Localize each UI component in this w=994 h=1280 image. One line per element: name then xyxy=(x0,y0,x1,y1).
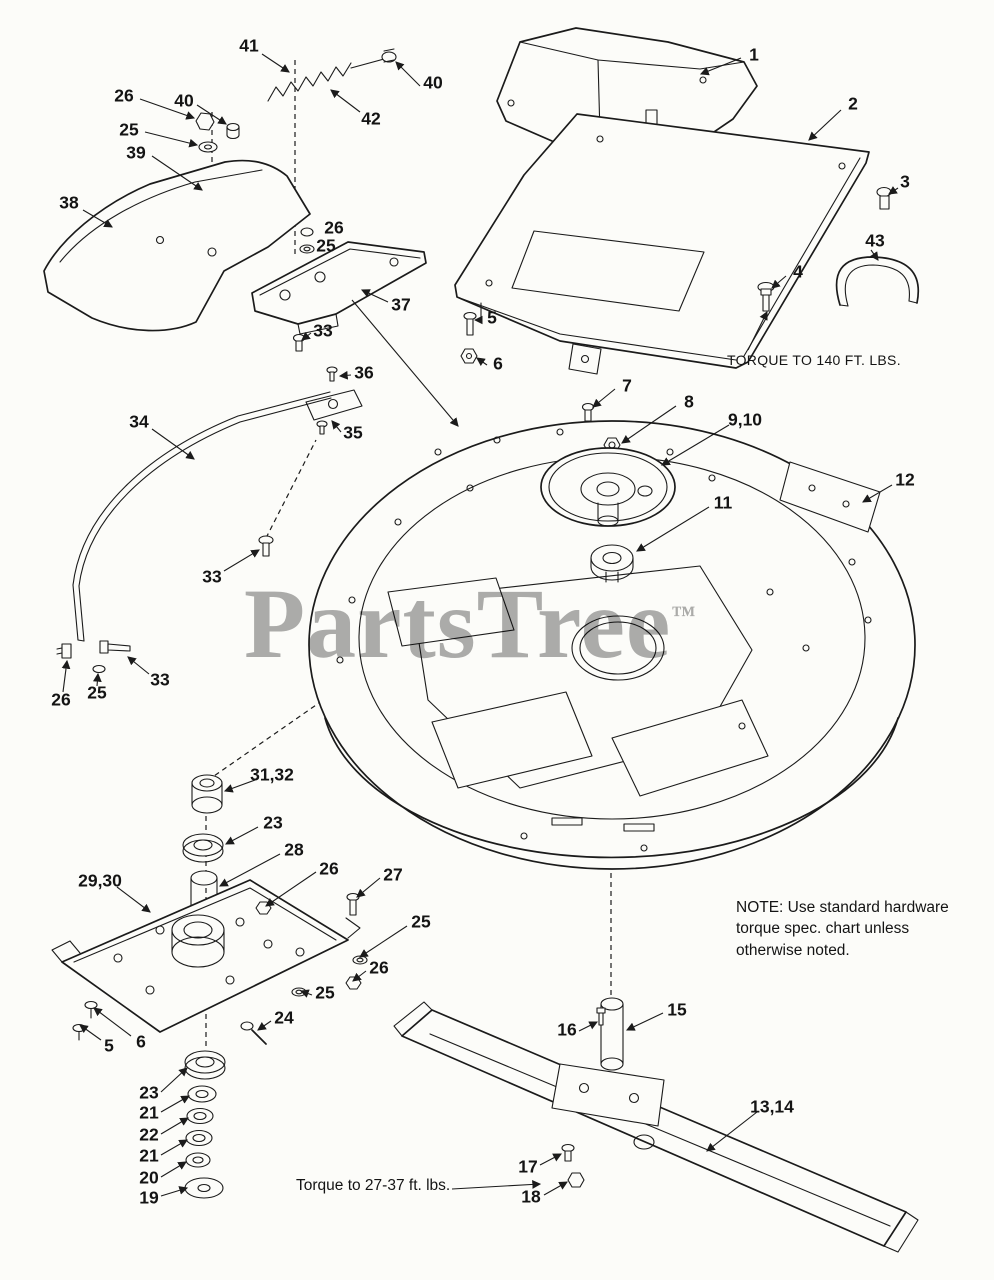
screw-part-33-middle xyxy=(258,535,274,557)
part-number-label: 7 xyxy=(622,375,632,396)
part-number-label: 1 xyxy=(749,44,759,65)
part-number-label: 19 xyxy=(139,1187,159,1208)
part-number-label: 37 xyxy=(391,294,411,315)
part-number-label: 33 xyxy=(202,566,222,587)
part-number-label: 39 xyxy=(126,142,146,163)
part-number-label: 33 xyxy=(313,320,333,341)
part-number-label: 25 xyxy=(411,911,431,932)
part-number-label: 24 xyxy=(274,1007,294,1028)
spring-rod-part-41-42 xyxy=(267,48,397,102)
part-number-label: 9,10 xyxy=(727,409,763,430)
part-number-label: 43 xyxy=(865,230,885,251)
support-rod-part-34 xyxy=(72,391,332,642)
part-number-label: 26 xyxy=(51,689,71,710)
bolt-part-4 xyxy=(757,281,775,312)
watermark-text: PartsTree xyxy=(244,568,672,679)
part-number-label: 31,32 xyxy=(250,764,294,785)
deflector-part-38 xyxy=(43,159,311,332)
part-number-label: 29,30 xyxy=(78,870,122,891)
part-number-label: 16 xyxy=(557,1019,577,1040)
part-number-label: 21 xyxy=(139,1145,159,1166)
partstree-watermark: PartsTree™ xyxy=(244,566,695,681)
part-number-label: 11 xyxy=(713,492,733,513)
hardware-33-26-25-left xyxy=(56,640,131,674)
washer-stack-parts-19-23 xyxy=(184,1050,226,1199)
blade-torque-note: Torque to 27-37 ft. lbs. xyxy=(296,1177,451,1194)
part-number-label: 8 xyxy=(684,391,694,412)
part-number-label: 28 xyxy=(284,839,304,860)
part-number-label: 6 xyxy=(136,1031,146,1052)
part-number-label: 33 xyxy=(150,669,170,690)
part-number-label: 17 xyxy=(518,1156,538,1177)
part-number-label: 25 xyxy=(87,682,107,703)
part-number-label: 26 xyxy=(114,85,134,106)
bearing-part-23-upper xyxy=(182,833,224,863)
part-number-label: 36 xyxy=(354,362,374,383)
spacer-part-31-32 xyxy=(191,774,223,814)
torque-140-note: TORQUE TO 140 FT. LBS. xyxy=(727,352,901,368)
part-number-label: 40 xyxy=(174,90,194,111)
pulley-part-9-10 xyxy=(540,447,676,527)
part-number-label: 22 xyxy=(139,1124,159,1145)
part-number-label: 6 xyxy=(493,353,503,374)
part-number-label: 38 xyxy=(59,192,79,213)
part-number-label: 26 xyxy=(324,217,344,238)
part-number-label: 25 xyxy=(119,119,139,140)
part-number-label: 13,14 xyxy=(750,1096,794,1117)
part-number-label: 40 xyxy=(423,72,443,93)
part-number-label: 5 xyxy=(487,307,497,328)
part-number-label: 5 xyxy=(104,1035,114,1056)
part-number-label: 21 xyxy=(139,1102,159,1123)
bracket-part-35-36 xyxy=(305,366,363,435)
part-number-label: 42 xyxy=(361,108,381,129)
part-number-label: 12 xyxy=(895,469,915,490)
watermark-trademark-icon: ™ xyxy=(671,602,696,629)
mounting-plate-part-29-30 xyxy=(51,879,368,1045)
part-number-label: 25 xyxy=(315,982,335,1003)
part-number-label: 41 xyxy=(239,35,259,56)
part-number-label: 2 xyxy=(848,93,858,114)
hardware-torque-note: NOTE: Use standard hardware torque spec.… xyxy=(736,899,949,959)
part-number-label: 34 xyxy=(129,411,149,432)
part-number-label: 4 xyxy=(793,261,803,282)
part-number-label: 25 xyxy=(316,235,336,256)
spindle-part-11 xyxy=(590,544,634,583)
part-number-label: 23 xyxy=(139,1082,159,1103)
part-number-label: 26 xyxy=(319,858,339,879)
part-number-label: 18 xyxy=(521,1186,541,1207)
part-number-label: 3 xyxy=(900,171,910,192)
blade-assembly-parts-13-18 xyxy=(393,997,919,1253)
part-number-label: 26 xyxy=(369,957,389,978)
part-number-label: 27 xyxy=(383,864,403,885)
part-number-label: 23 xyxy=(263,812,283,833)
part-number-label: 35 xyxy=(343,422,363,443)
part-number-label: 15 xyxy=(667,999,687,1020)
part-number-label: 20 xyxy=(139,1167,159,1188)
mower-deck-part-12 xyxy=(308,420,916,870)
leader-lines xyxy=(61,53,899,1197)
